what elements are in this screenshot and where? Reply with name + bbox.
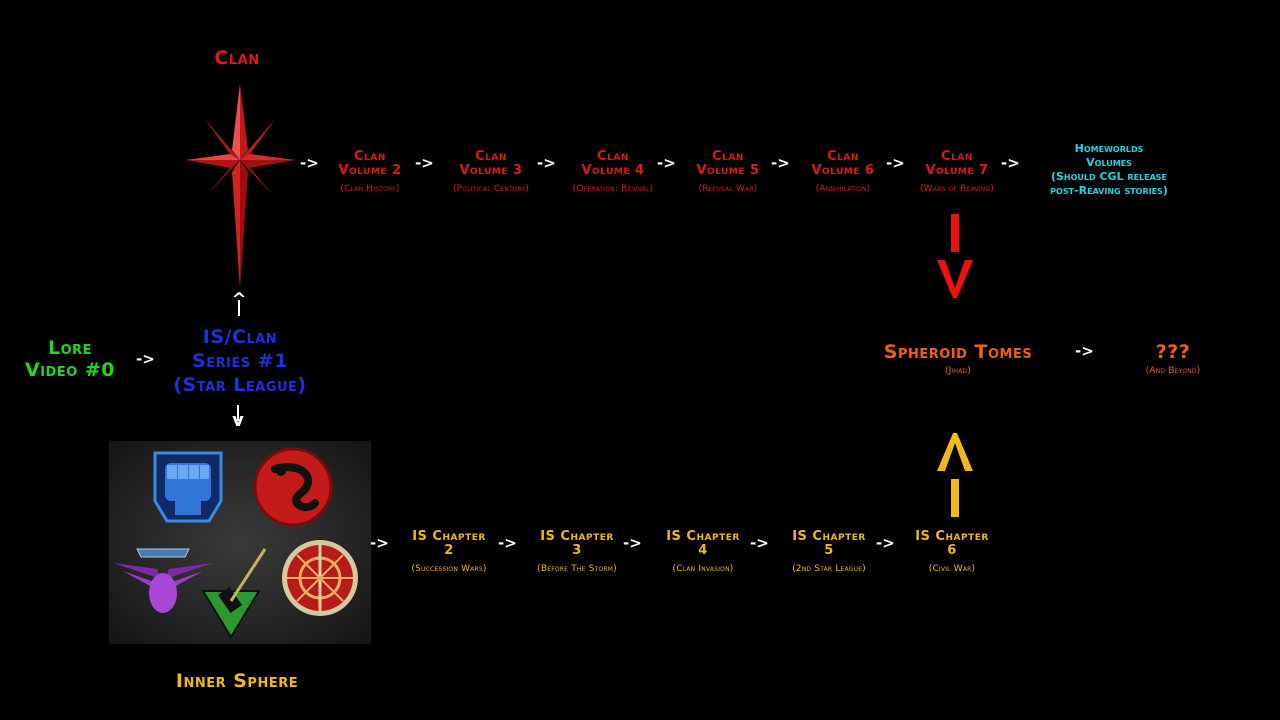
is-chapter-2: IS Chapter 2 (Succession Wars): [411, 530, 486, 575]
volume-number: Volume 3: [459, 163, 523, 178]
davion-fist-icon: [153, 451, 223, 523]
homeworlds-volumes: Homeworlds Volumes (Should CGL release p…: [1050, 142, 1168, 198]
arrow-right: ->: [537, 154, 556, 172]
clan-volume-3: Clan Volume 3 (Political Century): [453, 150, 529, 195]
arrow-up: ^: [231, 291, 246, 309]
volume-number: Volume 4: [581, 163, 645, 178]
beyond-title: ???: [1155, 341, 1191, 363]
volume-number: Volume 2: [338, 163, 402, 178]
chapter-title: IS Chapter: [666, 529, 740, 544]
chapter-title: IS Chapter: [540, 529, 614, 544]
chapter-subtitle: (2nd Star League): [792, 564, 866, 574]
homeworlds-note-line1: (Should CGL release: [1050, 170, 1168, 183]
clan-volume-4: Clan Volume 4 (Operation: Revival): [573, 150, 654, 195]
beyond-subtitle: (And Beyond): [1145, 366, 1201, 376]
arrow-right: ->: [876, 534, 895, 552]
homeworlds-note-line2: post-Reaving stories): [1050, 184, 1168, 197]
volume-title: Clan: [827, 149, 859, 164]
volume-number: Volume 7: [925, 163, 989, 178]
and-beyond: ??? (And Beyond): [1146, 340, 1201, 377]
arrow-right: ->: [370, 534, 389, 552]
series-line2: Series #1: [192, 350, 288, 372]
volume-number: Volume 5: [696, 163, 760, 178]
volume-subtitle: (Wars of Reaving): [919, 184, 995, 194]
homeworlds-subtitle: Volumes: [1086, 156, 1132, 169]
arrow-right: ->: [1001, 154, 1020, 172]
inner-sphere-logos-panel: [109, 441, 371, 644]
volume-subtitle: (Refusal War): [698, 184, 758, 194]
arrow-right: ->: [771, 154, 790, 172]
volume-title: Clan: [475, 149, 507, 164]
volume-title: Clan: [354, 149, 386, 164]
chapter-number: 6: [947, 543, 957, 558]
arrow-right: ->: [623, 534, 642, 552]
volume-title: Clan: [941, 149, 973, 164]
steiner-gauntlet-icon: [201, 548, 267, 639]
arrow-right: ->: [136, 350, 155, 368]
chapter-subtitle: (Clan Invasion): [672, 564, 734, 574]
clan-label: Clan: [214, 47, 260, 69]
arrow-up-shaft: [238, 300, 240, 316]
volume-subtitle: (Annihilation): [815, 184, 871, 194]
chapter-number: 2: [444, 543, 454, 558]
lore-line2: Video #0: [24, 359, 116, 381]
inner-sphere-label: Inner Sphere: [175, 670, 299, 692]
homeworlds-title: Homeworlds: [1074, 142, 1144, 155]
chapter-number: 3: [572, 543, 582, 558]
is-chapter-6: IS Chapter 6 (Civil War): [915, 530, 989, 575]
clan-star-icon: [186, 84, 296, 289]
series-line3: (Star League): [173, 374, 307, 396]
arrow-right: ->: [415, 154, 434, 172]
chapter-subtitle: (Civil War): [928, 564, 976, 574]
arrow-right: ->: [498, 534, 517, 552]
spheroid-title: Spheroid Tomes: [883, 341, 1033, 363]
arrow-right: ->: [657, 154, 676, 172]
chapter-number: 4: [698, 543, 708, 558]
spheroid-tomes: Spheroid Tomes (Jihad): [884, 340, 1032, 377]
yellow-up-arrow-icon: [937, 433, 973, 517]
chapter-subtitle: (Succession Wars): [411, 564, 487, 574]
volume-title: Clan: [597, 149, 629, 164]
clan-volume-5: Clan Volume 5 (Refusal War): [696, 150, 759, 195]
volume-subtitle: (Operation: Revival): [572, 184, 654, 194]
volume-subtitle: (Clan History): [340, 184, 400, 194]
is-clan-series-1: IS/Clan Series #1 (Star League): [173, 325, 306, 397]
chapter-number: 5: [824, 543, 834, 558]
chapter-subtitle: (Before The Storm): [537, 564, 617, 574]
is-chapter-4: IS Chapter 4 (Clan Invasion): [666, 530, 740, 575]
lore-line1: Lore: [47, 337, 93, 359]
arrow-right: ->: [300, 154, 319, 172]
chapter-title: IS Chapter: [915, 529, 989, 544]
volume-subtitle: (Political Century): [452, 184, 530, 194]
arrow-down: v: [232, 410, 244, 431]
spheroid-subtitle: (Jihad): [944, 366, 972, 376]
lore-video-0: Lore Video #0: [25, 337, 115, 381]
chapter-title: IS Chapter: [412, 529, 486, 544]
arrow-right: ->: [750, 534, 769, 552]
marik-eagle-icon: [113, 548, 213, 613]
volume-title: Clan: [712, 149, 744, 164]
arrow-right: ->: [1075, 342, 1094, 360]
clan-volume-6: Clan Volume 6 (Annihilation): [811, 150, 874, 195]
is-chapter-3: IS Chapter 3 (Before The Storm): [537, 530, 617, 575]
kurita-dragon-icon: [253, 447, 333, 527]
chapter-title: IS Chapter: [792, 529, 866, 544]
volume-number: Volume 6: [811, 163, 875, 178]
red-down-arrow-icon: [937, 214, 973, 298]
series-line1: IS/Clan: [202, 326, 278, 348]
clan-volume-7: Clan Volume 7 (Wars of Reaving): [920, 150, 994, 195]
arrow-right: ->: [886, 154, 905, 172]
liao-sword-icon: [282, 540, 358, 616]
arrow-down-shaft: [237, 405, 239, 421]
is-chapter-5: IS Chapter 5 (2nd Star League): [792, 530, 866, 575]
clan-volume-2: Clan Volume 2 (Clan History): [338, 150, 401, 195]
